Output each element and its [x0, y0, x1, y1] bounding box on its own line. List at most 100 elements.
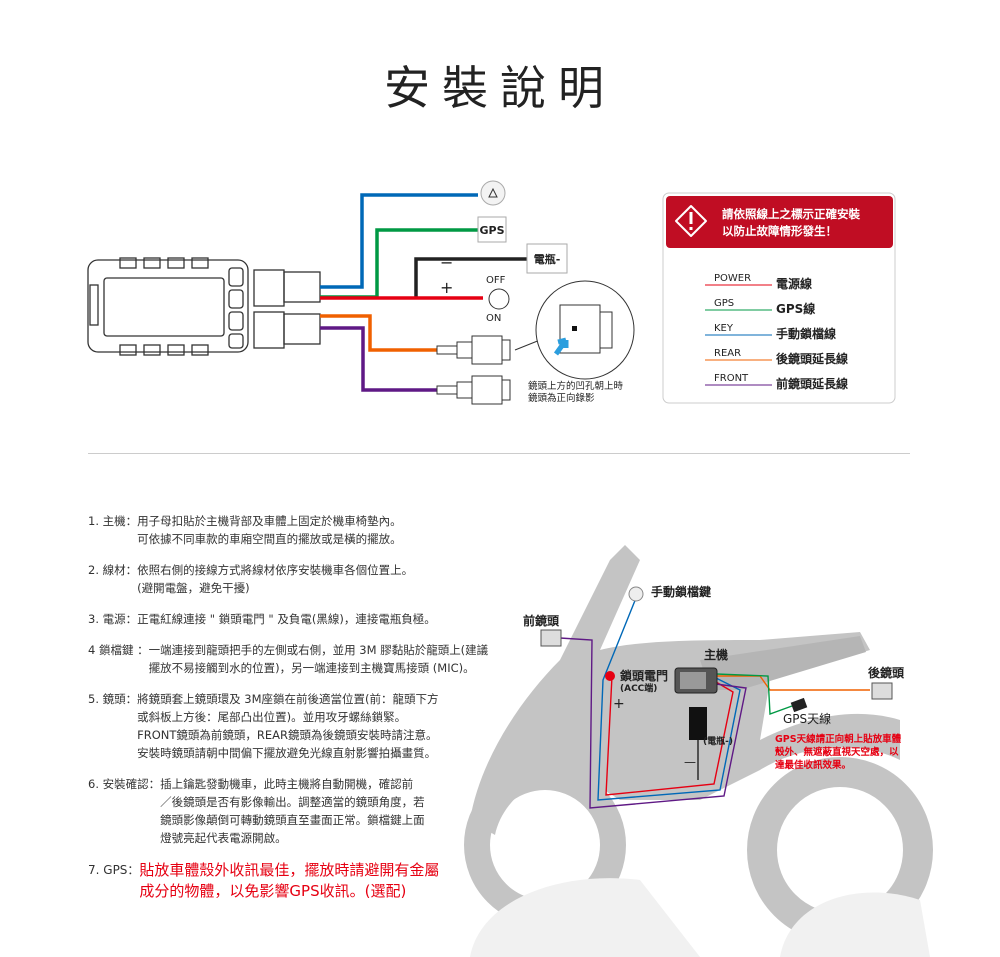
legend-code: POWER	[714, 273, 751, 284]
label-front-camera: 前鏡頭	[523, 613, 560, 628]
battery-box	[526, 243, 568, 274]
power-wire	[605, 675, 734, 796]
step-body: 插上鑰匙發動機車，此時主機將自動開機，確認前 ／後鏡頭是否有影像輸出。調整適當的鏡…	[160, 775, 425, 847]
legend-name: 手動鎖檔線	[776, 326, 836, 341]
instruction-step: 6. 安裝確認：插上鑰匙發動機車，此時主機將自動開機，確認前 ／後鏡頭是否有影像輸…	[88, 775, 508, 847]
warning-text: 請依照線上之標示正確安裝	[722, 207, 860, 221]
legend-name: 電源線	[776, 276, 812, 291]
step-line: 鏡頭影像顛倒可轉動鏡頭直至畫面正常。鎖檔鍵上面	[160, 813, 425, 827]
label-rear-camera: 後鏡頭	[868, 665, 905, 680]
key-wire	[597, 597, 741, 801]
step-line: 或斜板上方後：尾部凸出位置)。並用攻牙螺絲鎖緊。	[137, 710, 407, 724]
legend-name: 前鏡頭延長線	[776, 376, 848, 391]
step-body: 用子母扣貼於主機背部及車體上固定於機車椅墊內。可依據不同車款的車廂空間直的擺放或…	[137, 512, 402, 548]
label-battery: (電瓶-)	[703, 735, 733, 747]
key-button-icon	[480, 180, 506, 206]
gps-note-line: GPS天線請正向朝上貼放車體	[775, 733, 902, 745]
rear-hub	[802, 812, 878, 888]
step-line: 依照右側的接線方式將線材依序安裝機車各個位置上。	[137, 563, 414, 577]
scooter-wires	[559, 597, 870, 809]
ignition-switch-icon	[488, 288, 510, 310]
label-plus: +	[613, 696, 625, 712]
key-wire	[320, 193, 478, 289]
step-line: ／後鏡頭是否有影像輸出。調整適當的鏡頭角度，若	[160, 795, 425, 809]
label-main-unit: 主機	[704, 647, 728, 662]
step-line: 將鏡頭套上鏡頭環及 3M座鎖在前後適當位置(前：龍頭下方	[137, 692, 439, 706]
rear-wire	[716, 675, 870, 691]
step-label: 2. 線材：	[88, 563, 138, 577]
off-label: OFF	[486, 275, 506, 286]
key-button-icon	[628, 586, 644, 602]
battery-box-label: 電瓶-	[534, 252, 561, 266]
lens-ring	[599, 311, 613, 349]
warning-banner	[666, 196, 893, 248]
step-body: 貼放車體殼外收訊最佳，擺放時請避開有金屬成分的物體，以免影響GPS收訊。(選配)	[139, 860, 439, 902]
gps-box	[477, 216, 507, 243]
step-label: 6. 安裝確認：	[88, 777, 161, 791]
legend-name: 後鏡頭延長線	[776, 351, 848, 366]
callout-pointer	[514, 339, 541, 351]
instruction-steps: 1. 主機：用子母扣貼於主機背部及車體上固定於機車椅墊內。可依據不同車款的車廂空…	[88, 512, 508, 915]
dashcam-device-icon	[87, 257, 321, 356]
warning-text: 以防止故障情形發生！	[722, 224, 837, 238]
legend-code: KEY	[714, 323, 734, 334]
warning-icon-dot	[689, 227, 693, 230]
step-label: 3. 電源：	[88, 612, 138, 626]
step-label: 4 鎖檔鍵 ：	[88, 643, 149, 657]
warning-triangle-icon	[488, 187, 498, 198]
label-minus: —	[684, 755, 696, 769]
page-title: 安裝說明	[384, 61, 616, 115]
step-body: 一端連接到龍頭把手的左側或右側，並用 3M 膠黏貼於龍頭上(建議擺放不易接觸到水…	[149, 641, 489, 677]
step-label: 7. GPS：	[88, 863, 140, 877]
watermark	[470, 878, 700, 957]
gps-antenna-icon	[790, 697, 808, 713]
on-label: ON	[486, 313, 501, 324]
legend-code: FRONT	[714, 373, 749, 384]
gps-note-line: 殼外、無遮蔽直視天空處，以	[774, 746, 899, 758]
instruction-step: 5. 鏡頭：將鏡頭套上鏡頭環及 3M座鎖在前後適當位置(前：龍頭下方或斜板上方後…	[88, 690, 508, 762]
legend-code: GPS	[714, 298, 734, 309]
divider	[88, 453, 910, 454]
step-line: 成分的物體，以免影響GPS收訊。(選配)	[139, 882, 407, 900]
minus-label: −	[440, 253, 453, 272]
instruction-step: 1. 主機：用子母扣貼於主機背部及車體上固定於機車椅墊內。可依據不同車款的車廂空…	[88, 512, 508, 548]
legend-name: GPS線	[776, 301, 815, 316]
step-line: 貼放車體殼外收訊最佳，擺放時請避開有金屬	[139, 861, 440, 879]
lens-caption-line: 鏡頭上方的凹孔朝上時	[528, 380, 624, 392]
plus-label: +	[440, 278, 453, 297]
step-line: (避開電盤，避免干擾)	[137, 581, 250, 595]
front-wire	[559, 637, 747, 809]
arrow-icon	[553, 337, 569, 356]
ignition-dot-icon	[605, 671, 615, 681]
step-body: 將鏡頭套上鏡頭環及 3M座鎖在前後適當位置(前：龍頭下方或斜板上方後：尾部凸出位…	[137, 690, 438, 762]
step-line: 插上鑰匙發動機車，此時主機將自動開機，確認前	[160, 777, 414, 791]
notch-icon	[572, 326, 577, 331]
instruction-step: 4 鎖檔鍵 ：一端連接到龍頭把手的左側或右側，並用 3M 膠黏貼於龍頭上(建議擺…	[88, 641, 508, 677]
label-key-button: 手動鎖檔鍵	[651, 584, 711, 599]
step-line: 擺放不易接觸到水的位置)，另一端連接到主機寶馬接頭 (MIC)。	[148, 661, 475, 675]
label-acc: (ACC端)	[620, 682, 657, 694]
step-line: 正電紅線連接 " 鎖頭電門 " 及負電(黑線)，連接電瓶負極。	[137, 612, 436, 626]
warning-icon-bar	[689, 212, 693, 224]
watermark	[780, 892, 930, 957]
warning-icon	[675, 205, 707, 237]
gps-wire	[715, 673, 793, 715]
step-label: 5. 鏡頭：	[88, 692, 138, 706]
camera-connectors	[436, 335, 511, 405]
step-label: 1. 主機：	[88, 514, 138, 528]
step-body: 依照右側的接線方式將線材依序安裝機車各個位置上。 (避開電盤，避免干擾)	[137, 561, 413, 597]
lens-caption-line: 鏡頭為正向錄影	[528, 392, 595, 404]
wires	[320, 193, 527, 392]
label-gps-antenna: GPS天線	[783, 711, 831, 726]
instruction-step: 2. 線材：依照右側的接線方式將線材依序安裝機車各個位置上。 (避開電盤，避免干擾…	[88, 561, 508, 597]
step-line: 可依據不同車款的車廂空間直的擺放或是橫的擺放。	[137, 532, 402, 546]
instruction-step: 3. 電源：正電紅線連接 " 鎖頭電門 " 及負電(黑線)，連接電瓶負極。	[88, 610, 508, 628]
main-unit-screen	[680, 672, 706, 689]
front-hub	[513, 813, 577, 877]
battery-wire	[414, 257, 527, 298]
battery-icon	[689, 707, 707, 740]
step-line: 燈號亮起代表電源開啟。	[160, 831, 287, 845]
gps-box-label: GPS	[479, 224, 504, 237]
